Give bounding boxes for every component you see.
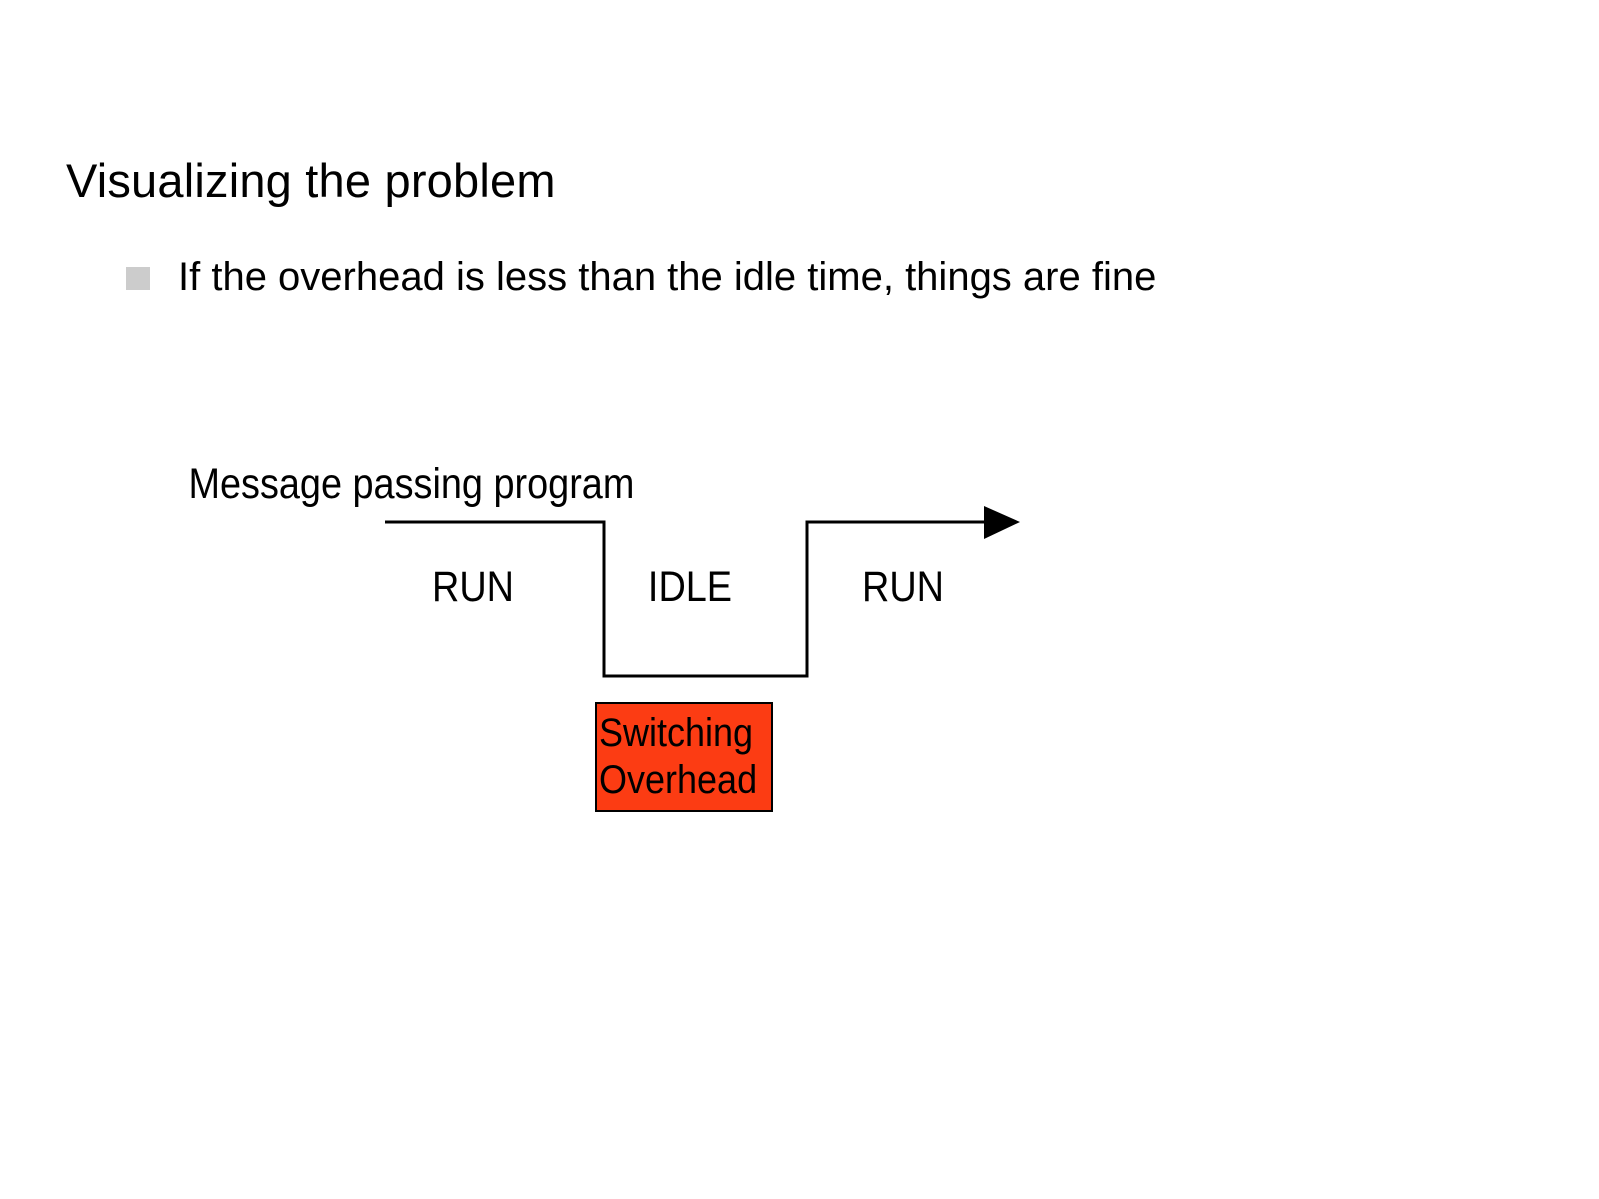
diagram-axis-label-text: Message passing program [188, 460, 635, 508]
switching-overhead-line-2: Overhead [599, 758, 758, 802]
phase-label-idle: IDLE [647, 563, 733, 611]
diagram-axis-label: Message passing program [96, 463, 1503, 506]
square-bullet-icon [126, 267, 150, 290]
bullet-item: If the overhead is less than the idle ti… [126, 252, 1156, 302]
arrow-head-icon [984, 506, 1020, 539]
switching-overhead-box: Switching Overhead [595, 702, 773, 812]
switching-overhead-line-1: Switching [599, 711, 754, 755]
phase-label-run-1: RUN [431, 563, 514, 611]
bullet-text: If the overhead is less than the idle ti… [178, 255, 1157, 299]
phase-label-run-2: RUN [861, 563, 944, 611]
page-title: Visualizing the problem [66, 154, 556, 207]
